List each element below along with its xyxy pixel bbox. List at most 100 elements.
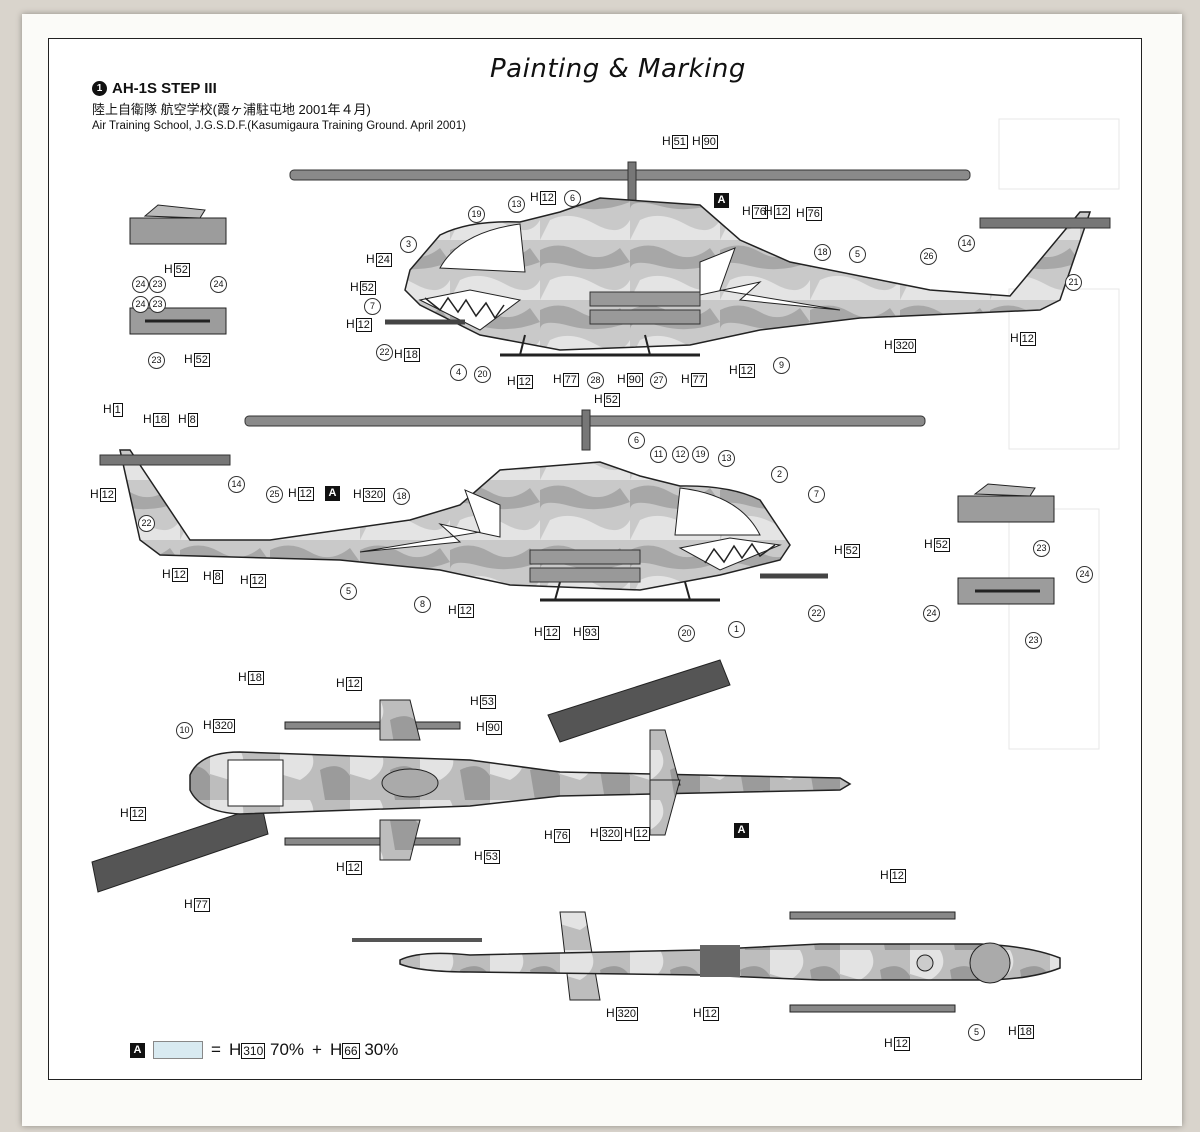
legend-plus: + (312, 1040, 322, 1059)
callout-11: 11 (650, 446, 667, 463)
scheme-unit-jp: 陸上自衛隊 航空学校(霞ヶ浦駐屯地 2001年４月) (92, 102, 371, 117)
callout-24: 22 (376, 344, 393, 361)
scheme-title: 1 AH-1S STEP III (92, 80, 466, 97)
callout-28: 28 (587, 372, 604, 389)
scheme-header: 1 AH-1S STEP III 陸上自衛隊 航空学校(霞ヶ浦駐屯地 2001年… (92, 80, 466, 132)
detail-parts (129, 204, 1055, 605)
callout-19: 20 (678, 625, 695, 642)
callout-20: 22 (138, 515, 155, 532)
page-title: Painting & Marking (490, 54, 746, 84)
callout-17: 18 (814, 244, 831, 261)
callout-17: 18 (393, 488, 410, 505)
callout-23: 24 (132, 276, 149, 293)
callout-22: 23 (149, 276, 166, 293)
callout-22: 23 (149, 296, 166, 313)
callout-6: 6 (564, 190, 581, 207)
callout-27: 27 (650, 372, 667, 389)
callout-8: 8 (414, 596, 431, 613)
tag-a: A (734, 823, 749, 838)
callout-26: 26 (920, 248, 937, 265)
legend-tag-a: A (130, 1042, 145, 1058)
scheme-unit-en: Air Training School, J.G.S.D.F.(Kasumiga… (92, 120, 466, 132)
callout-7: 7 (364, 298, 381, 315)
callout-21: 21 (1065, 274, 1082, 291)
callout-22: 23 (1025, 632, 1042, 649)
callout-9: 9 (773, 357, 790, 374)
callout-14: 14 (228, 476, 245, 493)
callout-18: 19 (468, 206, 485, 223)
callout-1: 1 (728, 621, 745, 638)
callout-23: 24 (1076, 566, 1093, 583)
callout-19: 20 (474, 366, 491, 383)
tag-a: A (714, 193, 729, 208)
side-view-right (99, 409, 926, 602)
callout-22: 23 (1033, 540, 1050, 557)
callout-5: 5 (968, 1024, 985, 1041)
legend-swatch (153, 1041, 203, 1059)
callout-24: 22 (808, 605, 825, 622)
side-view-left (289, 161, 1111, 357)
callout-10: 10 (176, 722, 193, 739)
callout-13: 13 (718, 450, 735, 467)
callout-12: 12 (672, 446, 689, 463)
top-view (91, 659, 852, 893)
callout-22: 23 (148, 352, 165, 369)
bottom-view (352, 911, 1061, 1013)
callout-5: 5 (340, 583, 357, 600)
tag-a: A (325, 486, 340, 501)
scheme-number: 1 (92, 81, 107, 96)
callout-2: 2 (771, 466, 788, 483)
scheme-model: AH-1S STEP III (112, 80, 217, 97)
legend-equals: = (211, 1040, 221, 1059)
callout-14: 14 (958, 235, 975, 252)
callout-23: 24 (923, 605, 940, 622)
